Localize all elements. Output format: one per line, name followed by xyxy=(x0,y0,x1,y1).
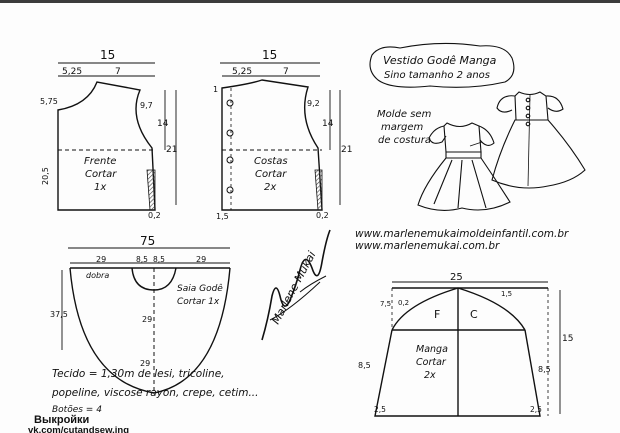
back-neck-text: 5,25 xyxy=(232,67,252,77)
signature: Marlene Mukai xyxy=(261,229,331,341)
skirt-fold-text: dobra xyxy=(86,271,109,280)
skirt-width-text: 75 xyxy=(140,234,155,248)
back-shoulder-text: 7 xyxy=(283,67,289,77)
back-label-name: Costas xyxy=(254,156,288,167)
fabric-line1: Tecido = 1,30m de lesi, tricoline, xyxy=(52,368,225,380)
skirt-radius-center-text: 29 xyxy=(142,315,152,324)
website-primary: www.marlenemukaimoldeinfantil.com.br xyxy=(355,228,569,240)
back-neck-depth-text: 1 xyxy=(213,85,218,94)
front-hem-text: 0,2 xyxy=(148,211,161,220)
footer-title: Выкройки xyxy=(34,414,89,426)
front-label-count: 1x xyxy=(94,182,106,193)
sleeve-back-mark: C xyxy=(470,308,478,321)
front-length-text: 21 xyxy=(166,145,177,155)
mold-note-line1: Molde sem xyxy=(377,109,432,120)
dress-sketch xyxy=(417,91,586,211)
sleeve-side-right-text: 8,5 xyxy=(538,365,551,374)
title-line1: Vestido Godê Manga xyxy=(383,54,497,67)
sleeve-cap-right-text: 1,5 xyxy=(501,290,512,298)
skirt-left-text: 29 xyxy=(96,255,106,264)
sleeve-length-text: 15 xyxy=(562,334,573,344)
front-width-text: 15 xyxy=(100,48,115,62)
skirt-radius-left-text: 37,5 xyxy=(50,310,68,319)
sleeve-front-mark: F xyxy=(434,308,440,321)
back-outline xyxy=(221,79,323,211)
skirt-label-cut: Cortar 1x xyxy=(177,297,220,307)
back-label-cut: Cortar xyxy=(255,169,287,180)
front-neck-text: 5,25 xyxy=(62,67,82,77)
back-label-count: 2x xyxy=(264,182,276,193)
skirt-right-text: 29 xyxy=(196,255,206,264)
sleeve-width-text: 25 xyxy=(450,272,463,283)
mold-note-line3: de costura xyxy=(378,135,431,146)
back-armhole-text: 9,2 xyxy=(307,99,320,108)
back-side-text: 14 xyxy=(322,119,334,129)
website-secondary: www.marlenemukai.com.br xyxy=(355,240,500,252)
title-line2: Sino tamanho 2 anos xyxy=(384,70,490,81)
sleeve-pattern: 25 7,5 0,2 1,5 F C 15 8,5 8,5 2,5 2,5 Ma… xyxy=(358,272,573,417)
sleeve-label-cut: Cortar xyxy=(416,357,447,368)
front-neck-depth-text: 5,75 xyxy=(40,97,58,106)
mold-note-line2: margem xyxy=(381,122,423,133)
skirt-center1-text: 8,5 xyxy=(136,255,148,264)
fabric-notes: Tecido = 1,30m de lesi, tricoline, popel… xyxy=(51,368,258,415)
sleeve-cap-left-text: 7,5 xyxy=(380,300,391,308)
front-waist-text: 20,5 xyxy=(41,167,50,185)
back-hem-text: 0,2 xyxy=(316,211,329,220)
front-side-text: 14 xyxy=(157,119,169,129)
back-width-text: 15 xyxy=(262,48,277,62)
back-bodice: 15 5,25 7 1 9,2 14 21 1,5 0,2 Costas Cor… xyxy=(213,48,352,221)
fabric-line2: popeline, viscose rayon, crepe, cetim... xyxy=(51,387,258,399)
skirt-pattern: 75 29 8,5 8,5 29 37,5 29 29 dobra Saia G… xyxy=(50,234,231,394)
title-block: Vestido Godê Manga Sino tamanho 2 anos M… xyxy=(369,42,515,146)
front-shoulder-text: 7 xyxy=(115,67,121,77)
front-label-name: Frente xyxy=(84,156,116,167)
sleeve-label-count: 2x xyxy=(424,370,436,381)
skirt-radius-lower-text: 29 xyxy=(140,359,150,368)
front-bodice: 15 5,25 7 5,75 9,7 14 21 20,5 0,2 Frente… xyxy=(40,48,177,220)
fabric-line3: Botões = 4 xyxy=(52,405,102,415)
sleeve-hem-left-text: 2,5 xyxy=(374,405,386,414)
skirt-center2-text: 8,5 xyxy=(153,255,165,264)
front-label-cut: Cortar xyxy=(85,169,117,180)
skirt-hem-curve xyxy=(69,267,231,394)
sleeve-side-left-text: 8,5 xyxy=(358,361,371,370)
sleeve-hem-right-text: 2,5 xyxy=(530,405,542,414)
back-extension-text: 1,5 xyxy=(216,212,229,221)
skirt-label-name: Saia Godê xyxy=(177,283,223,294)
sleeve-cap-l2-text: 0,2 xyxy=(398,299,409,307)
back-length-text: 21 xyxy=(341,145,352,155)
front-outline xyxy=(57,81,156,211)
sleeve-label-name: Manga xyxy=(416,344,448,355)
footer-link[interactable]: vk.com/cutandsew.ing xyxy=(28,425,129,433)
front-armhole-text: 9,7 xyxy=(140,101,153,110)
